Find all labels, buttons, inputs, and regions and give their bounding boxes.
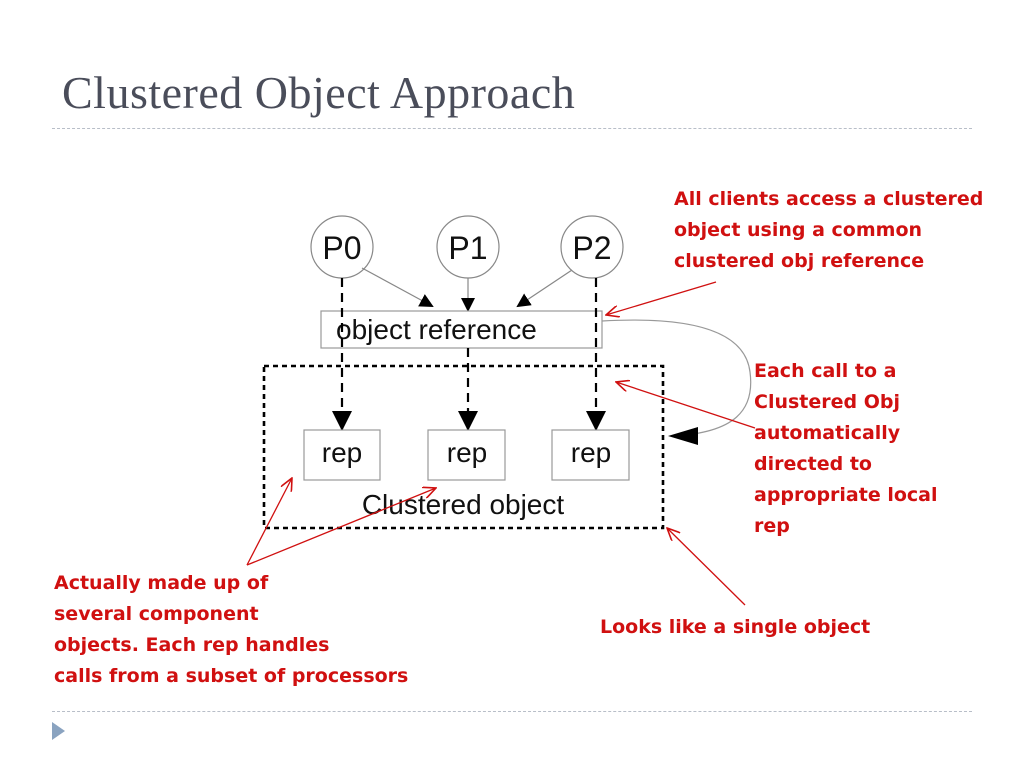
rep-label-3: rep [571, 437, 611, 468]
common-reference-line-2: object using a common [674, 219, 923, 241]
single-object-line-1: Looks like a single object [600, 616, 871, 638]
components-line-4: calls from a subset of processors [54, 665, 409, 687]
common-reference-pointer [606, 281, 717, 315]
components-note: Actually made up of several component ob… [54, 568, 408, 692]
processor-p0: P0 [310, 215, 374, 279]
clustered-object-boundary [262, 364, 665, 530]
local-rep-line-4: directed to [754, 453, 872, 475]
common-reference-note: All clients access a clustered object us… [674, 184, 983, 277]
rep-box-3-rect [551, 429, 630, 481]
object-reference-rect [320, 310, 603, 349]
p2-to-reference-arrow [516, 269, 573, 308]
object-reference-box: object reference [320, 310, 603, 349]
next-slide-triangle-icon[interactable] [52, 722, 65, 740]
local-rep-line-6: rep [754, 515, 790, 537]
local-rep-note: Each call to a Clustered Obj automatical… [754, 356, 938, 542]
processor-p2-label: P2 [572, 230, 611, 266]
object-reference-label: object reference [336, 314, 537, 345]
processor-p1: P1 [436, 215, 500, 279]
rep-box-3: rep [551, 429, 630, 481]
rep-box-1: rep [303, 429, 381, 481]
clustered-object-label: Clustered object [362, 489, 565, 520]
rep-label-1: rep [322, 437, 362, 468]
local-rep-line-5: appropriate local [754, 484, 938, 506]
rep-label-2: rep [447, 437, 487, 468]
components-pointer-right [246, 488, 436, 566]
local-rep-line-1: Each call to a [754, 360, 897, 382]
common-reference-line-1: All clients access a clustered [674, 188, 984, 210]
reference-redirect-arrowhead [668, 427, 698, 445]
components-line-1: Actually made up of [54, 572, 269, 594]
rep-box-1-rect [303, 429, 381, 481]
single-object-pointer [667, 528, 746, 606]
components-line-2: several component [54, 603, 259, 625]
rep-box-2: rep [427, 429, 506, 481]
reference-redirect-curve [601, 319, 752, 437]
slide-title: Clustered Object Approach [62, 67, 576, 118]
components-line-3: objects. Each rep handles [54, 634, 330, 656]
components-pointer-left [246, 478, 292, 566]
single-object-note: Looks like a single object [600, 612, 870, 643]
local-rep-line-2: Clustered Obj [754, 391, 900, 413]
processor-p2-circle [560, 215, 624, 279]
title-divider [52, 128, 972, 129]
processor-p2: P2 [560, 215, 624, 279]
local-rep-line-3: automatically [754, 422, 901, 444]
processor-p0-label: P0 [322, 230, 361, 266]
footer-divider [52, 711, 972, 712]
processor-p1-label: P1 [448, 230, 487, 266]
common-reference-line-3: clustered obj reference [674, 250, 925, 272]
p0-to-reference-arrow [361, 267, 434, 307]
local-rep-pointer [616, 382, 756, 429]
rep-box-2-rect [427, 429, 506, 481]
